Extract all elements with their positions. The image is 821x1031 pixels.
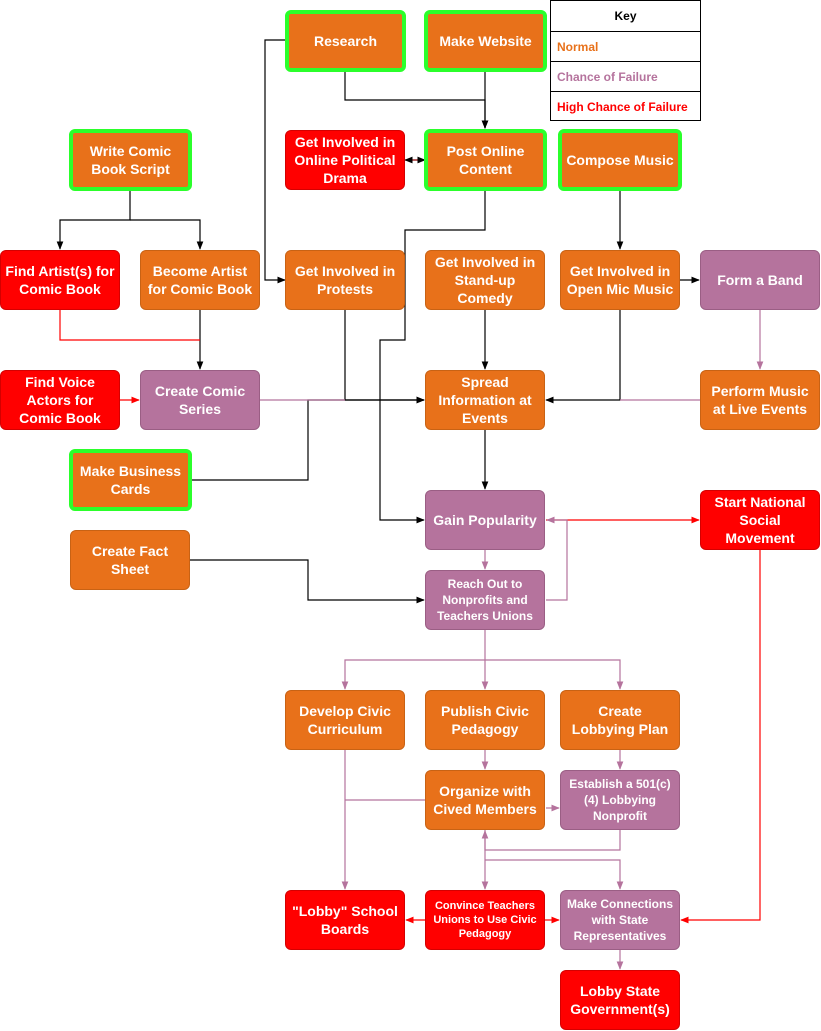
node-civic-pedagogy: Publish Civic Pedagogy xyxy=(425,690,545,750)
node-voice-actors: Find Voice Actors for Comic Book xyxy=(0,370,120,430)
node-form-band: Form a Band xyxy=(700,250,820,310)
node-write-comic-script: Write Comic Book Script xyxy=(69,129,192,191)
node-national-movement: Start National Social Movement xyxy=(700,490,820,550)
legend-title: Key xyxy=(614,9,637,23)
edge-script-artist xyxy=(130,219,204,250)
legend-normal: Normal xyxy=(551,31,700,61)
edge-reach-curriculum xyxy=(341,659,485,690)
edge-protests-spread xyxy=(344,310,425,404)
node-spread-information: Spread Information at Events xyxy=(425,370,545,430)
legend-key: Key Normal Chance of Failure High Chance… xyxy=(550,0,701,121)
node-find-artists: Find Artist(s) for Comic Book xyxy=(0,250,120,310)
node-lobbying-nonprofit: Establish a 501(c)(4) Lobbying Nonprofit xyxy=(560,770,680,830)
edge-cards-spread xyxy=(190,396,425,481)
node-reach-out: Reach Out to Nonprofits and Teachers Uni… xyxy=(425,570,545,630)
edge-post-gain xyxy=(379,190,486,524)
legend-chance: Chance of Failure xyxy=(551,61,700,91)
node-lobby-school-boards: "Lobby" School Boards xyxy=(285,890,405,950)
node-organize-cived: Organize with Cived Members xyxy=(425,770,545,830)
edge-fact-reach xyxy=(190,559,425,604)
node-post-online-content: Post Online Content xyxy=(424,129,547,191)
edge-research-protests xyxy=(264,39,286,284)
edge-script-split xyxy=(56,190,131,250)
edge-reach-lobbyplan xyxy=(485,659,624,690)
node-convince-unions: Convince Teachers Unions to Use Civic Pe… xyxy=(425,890,545,950)
edge-openmic-spread xyxy=(545,310,621,404)
node-lobbying-plan: Create Lobbying Plan xyxy=(560,690,680,750)
edge-organize-connections xyxy=(485,859,624,890)
node-online-political-drama: Get Involved in Online Political Drama xyxy=(285,130,405,190)
node-compose-music: Compose Music xyxy=(558,129,682,191)
node-make-website: Make Website xyxy=(424,10,547,72)
edge-research-post xyxy=(344,70,489,129)
node-protests: Get Involved in Protests xyxy=(285,250,405,310)
edge-nonprofit-organize xyxy=(481,830,621,851)
node-civic-curriculum: Develop Civic Curriculum xyxy=(285,690,405,750)
edge-reach-gain xyxy=(546,516,568,601)
node-become-artist: Become Artist for Comic Book xyxy=(140,250,260,310)
node-perform-music: Perform Music at Live Events xyxy=(700,370,820,430)
node-gain-popularity: Gain Popularity xyxy=(425,490,545,550)
edge-national-connections xyxy=(680,550,761,924)
node-state-representatives: Make Connections with State Representati… xyxy=(560,890,680,950)
node-research: Research xyxy=(285,10,406,72)
node-business-cards: Make Business Cards xyxy=(69,449,192,511)
edge-artist-series xyxy=(59,310,200,341)
legend-high: High Chance of Failure xyxy=(551,91,700,121)
node-lobby-state-government: Lobby State Government(s) xyxy=(560,970,680,1030)
node-open-mic: Get Involved in Open Mic Music xyxy=(560,250,680,310)
node-comic-series: Create Comic Series xyxy=(140,370,260,430)
node-fact-sheet: Create Fact Sheet xyxy=(70,530,190,590)
node-standup-comedy: Get Involved in Stand-up Comedy xyxy=(425,250,545,310)
